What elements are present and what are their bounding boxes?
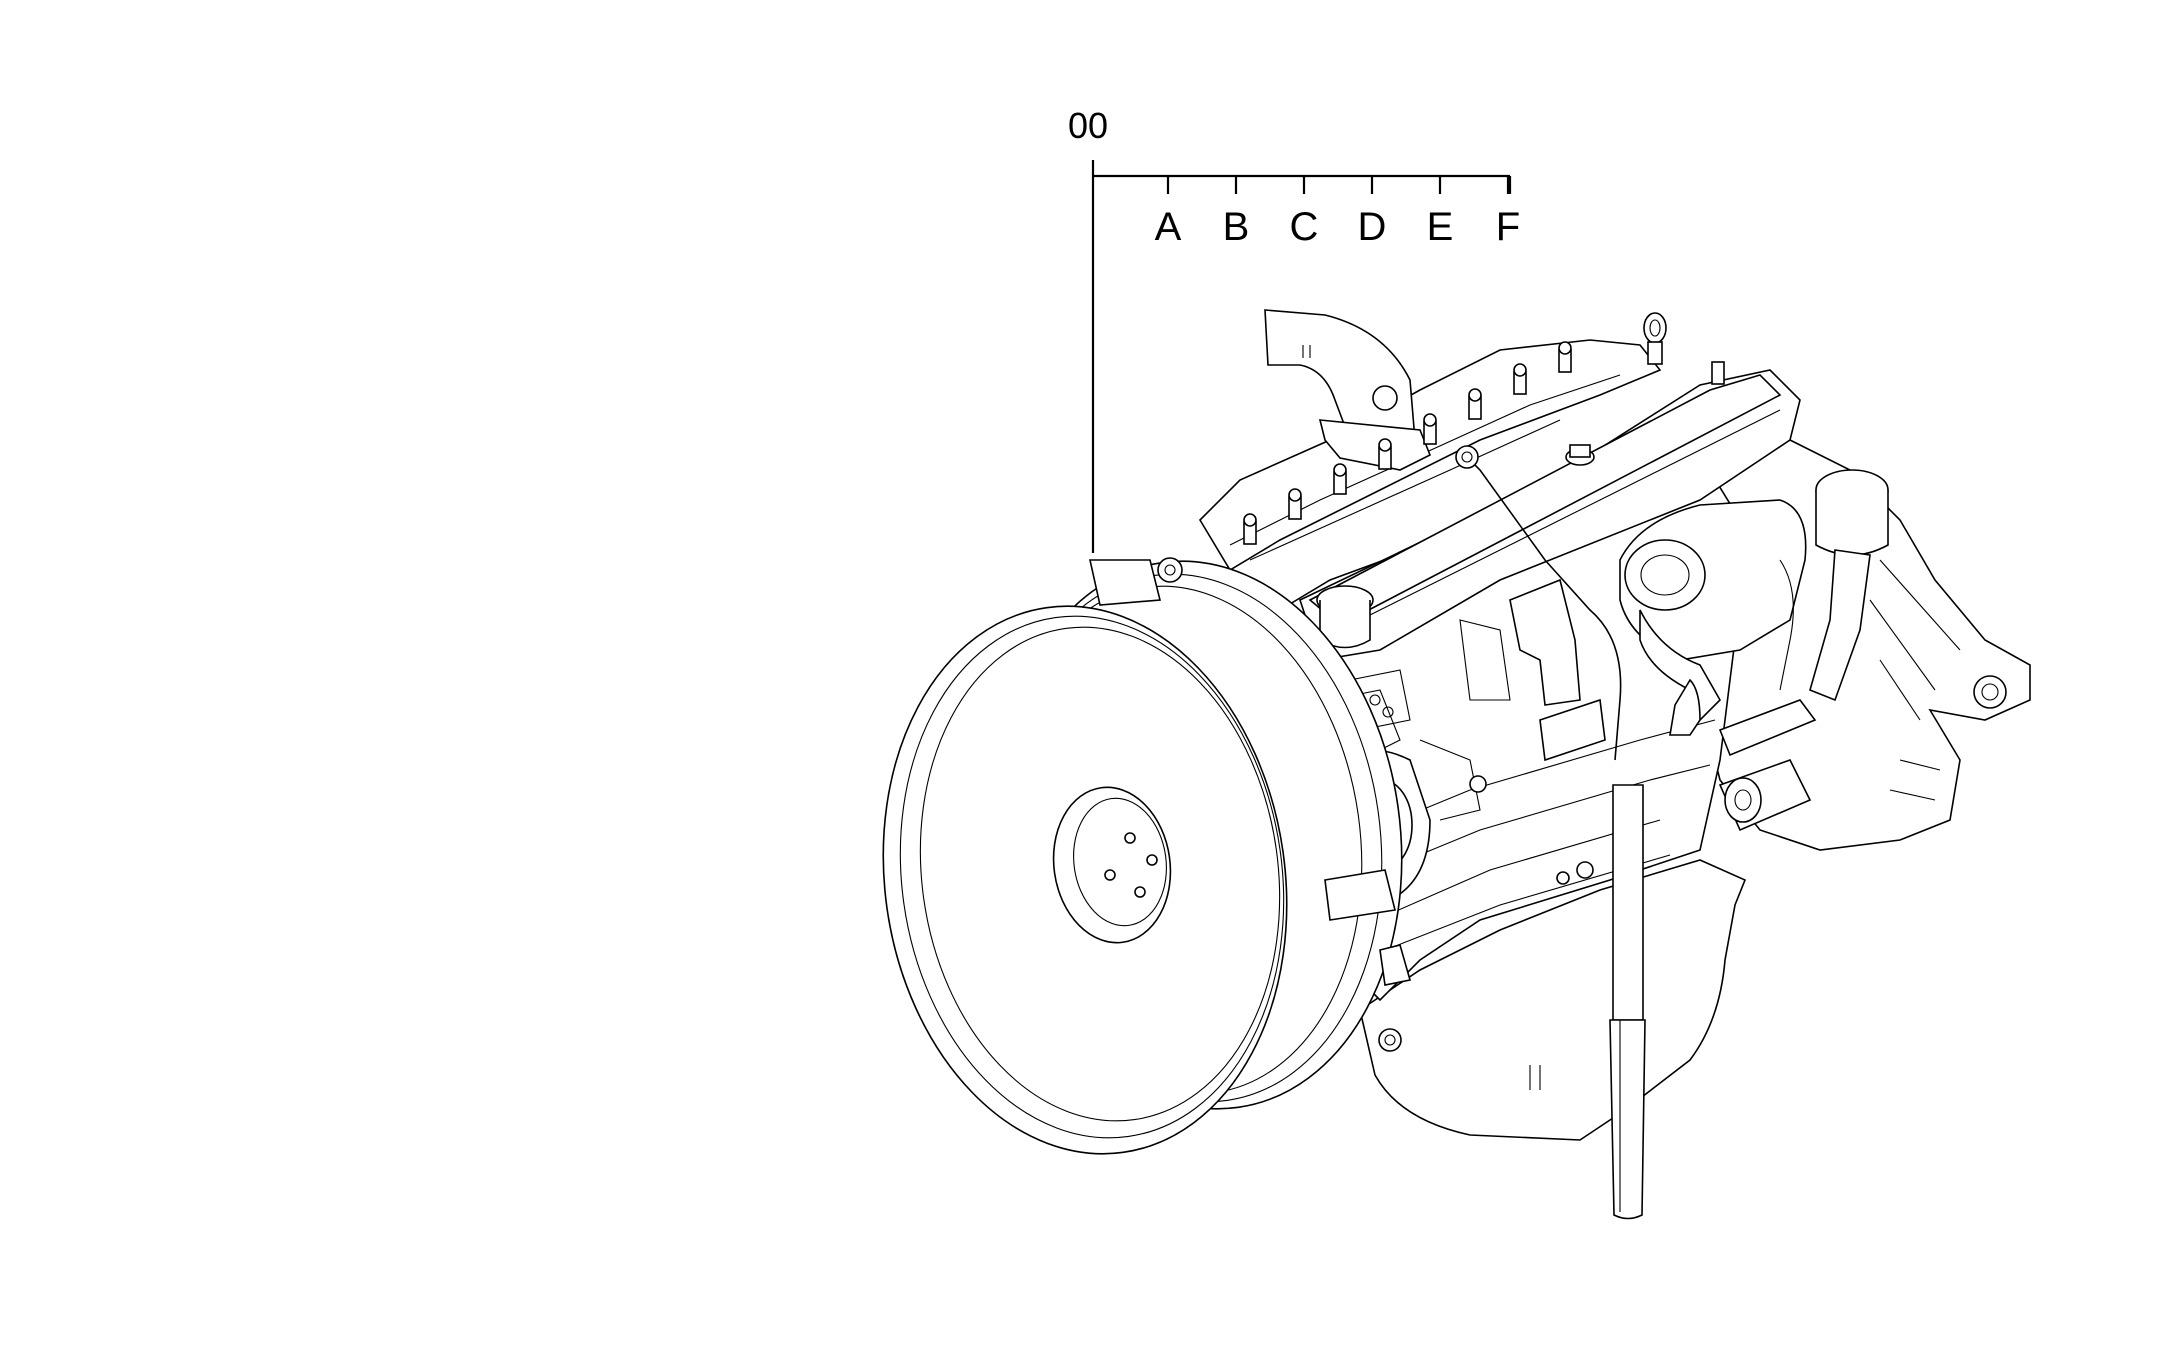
bracket-center: [1349, 578, 1606, 762]
callout-variant-b[interactable]: B: [1223, 205, 1250, 249]
callout-ticks: [1166, 176, 1512, 194]
oil-pan: [1359, 859, 1747, 1141]
injector-cap: [1243, 513, 1257, 527]
injector-cap: [1333, 463, 1347, 477]
injector-cap: [1468, 388, 1482, 402]
injector-cap: [1513, 363, 1527, 377]
dipstick: [1455, 445, 1646, 1220]
injector-cap: [1423, 413, 1437, 427]
cover-stud: [1711, 361, 1725, 385]
injector-cap: [1558, 341, 1572, 355]
callout-variant-d[interactable]: D: [1358, 205, 1387, 249]
callout-variant-f[interactable]: F: [1496, 205, 1520, 249]
callout-variant-e[interactable]: E: [1427, 205, 1454, 249]
flywheel-hub: [1052, 786, 1172, 944]
injector-cap: [1378, 438, 1392, 452]
exhaust-elbow: [1264, 309, 1432, 471]
engine-illustration: [882, 309, 2031, 1220]
callout-main-label[interactable]: 00: [1068, 105, 1108, 146]
injectors: [1243, 341, 1572, 545]
air-intake-tube: [1779, 469, 1889, 702]
flywheel: [882, 605, 1288, 1155]
callout-variant-c[interactable]: C: [1290, 205, 1319, 249]
callout-variant-a[interactable]: A: [1155, 205, 1182, 249]
lifting-eye: [1643, 312, 1667, 365]
injector-cap: [1288, 488, 1302, 502]
turbocharger: [1619, 499, 1807, 736]
valve-cover: [1299, 361, 1801, 661]
starter-motor: [1718, 699, 1817, 832]
